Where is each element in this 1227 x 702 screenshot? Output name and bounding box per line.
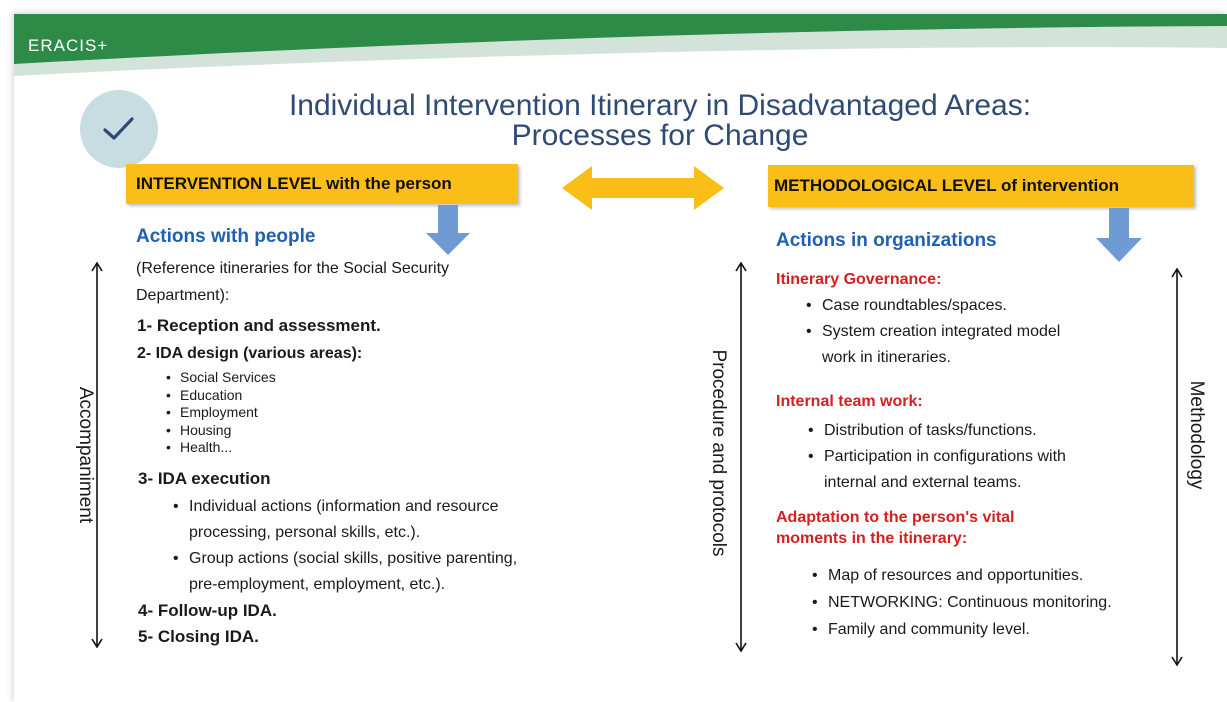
adaptation-title: Adaptation to the person's vital moments… xyxy=(776,507,1015,549)
step-2: 2- IDA design (various areas): xyxy=(137,345,363,362)
step-4: 4- Follow-up IDA. xyxy=(138,601,277,620)
adaptation-title-line1: Adaptation to the person's vital xyxy=(776,509,1015,526)
accompaniment-label: Accompaniment xyxy=(75,386,96,524)
list-item: NETWORKING: Continuous monitoring. xyxy=(812,589,1112,616)
page-title-line2: Processes for Change xyxy=(511,119,809,152)
gov-b2-line1: System creation integrated model xyxy=(822,323,1061,340)
itinerary-governance-title: Itinerary Governance: xyxy=(776,271,942,288)
accompaniment-range-arrow xyxy=(91,262,103,648)
governance-list: Case roundtables/spaces. System creation… xyxy=(806,293,1060,371)
actions-with-people-heading: Actions with people xyxy=(136,226,316,247)
step-5: 5- Closing IDA. xyxy=(138,627,259,646)
page-title-line1: Individual Intervention Itinerary in Dis… xyxy=(288,89,1032,122)
step-1: 1- Reception and assessment. xyxy=(137,316,381,335)
team-b2-line1: Participation in configurations with xyxy=(824,448,1066,465)
adaptation-list: Map of resources and opportunities. NETW… xyxy=(812,562,1112,643)
check-badge xyxy=(80,90,158,168)
exec-2-line2: pre-employment, employment, etc.). xyxy=(189,576,446,593)
list-item: Distribution of tasks/functions. xyxy=(808,418,1066,444)
exec-1-line2: processing, personal skills, etc.). xyxy=(189,524,421,541)
list-item: Housing xyxy=(166,422,276,440)
teamwork-list: Distribution of tasks/functions. Partici… xyxy=(808,418,1066,496)
methodology-range-arrow xyxy=(1171,268,1183,666)
down-arrow-icon xyxy=(1096,208,1142,262)
methodology-label: Methodology xyxy=(1186,380,1207,490)
list-item: Employment xyxy=(166,404,276,422)
areas-list: Social Services Education Employment Hou… xyxy=(166,369,276,457)
down-arrow-icon xyxy=(426,205,470,255)
actions-in-organizations-heading: Actions in organizations xyxy=(776,230,997,251)
exec-bullet-1: Individual actions (information and reso… xyxy=(173,494,517,598)
list-item: Health... xyxy=(166,439,276,457)
list-item: Map of resources and opportunities. xyxy=(812,562,1112,589)
exec-1-line1: Individual actions (information and reso… xyxy=(189,498,499,515)
banner-green-band xyxy=(14,14,1227,64)
double-arrow-icon xyxy=(562,166,724,210)
exec-2-line1: Group actions (social skills, positive p… xyxy=(189,550,518,567)
list-item: Social Services xyxy=(166,369,276,387)
gov-b2-line2: work in itineraries. xyxy=(822,349,951,366)
list-item: Family and community level. xyxy=(812,616,1112,643)
list-item: Education xyxy=(166,387,276,405)
procedure-range-arrow xyxy=(735,262,747,652)
internal-team-work-title: Internal team work: xyxy=(776,393,923,410)
procedure-protocols-label: Procedure and protocols xyxy=(708,349,729,557)
intervention-level-box: INTERVENTION LEVEL with the person xyxy=(126,164,518,204)
checkmark-icon xyxy=(103,117,134,140)
header-banner xyxy=(14,14,1227,76)
team-b2-line2: internal and external teams. xyxy=(824,474,1022,491)
adaptation-title-line2: moments in the itinerary: xyxy=(776,530,968,547)
intro-line1: (Reference itineraries for the Social Se… xyxy=(136,260,450,277)
methodological-level-box: METHODOLOGICAL LEVEL of intervention xyxy=(768,165,1194,207)
brand-label: ERACIS+ xyxy=(28,36,109,55)
step-3: 3- IDA execution xyxy=(138,469,271,488)
intro-line2: Department): xyxy=(136,287,230,304)
list-item: Case roundtables/spaces. xyxy=(806,293,1060,319)
